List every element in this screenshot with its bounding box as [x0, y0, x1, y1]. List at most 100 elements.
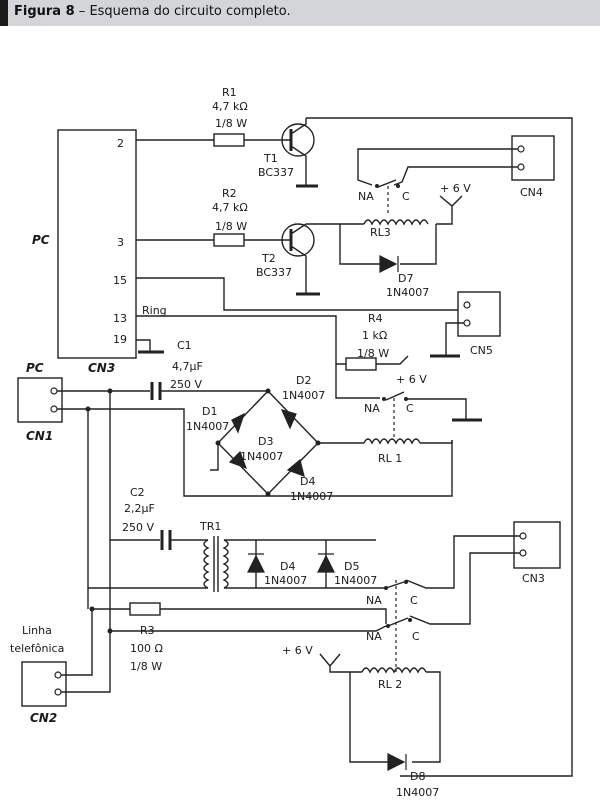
diode-d2: [280, 409, 297, 430]
cn1-bottom-wire: [57, 408, 453, 497]
cn4-c-wire: [393, 166, 518, 186]
connector-cn3: [513, 521, 561, 569]
rl1-na-wire: [335, 364, 380, 399]
cn1-pin: [50, 405, 58, 413]
r3-value: 100 Ω: [130, 642, 163, 655]
c-label-rl2-top: C: [410, 594, 418, 607]
cn4-label: CN4: [520, 186, 543, 199]
rl3-right-wire: [400, 224, 437, 265]
cn2-bottom-wire: [61, 540, 111, 693]
cn3-pin: [519, 549, 527, 557]
cn2-top-wire: [61, 609, 93, 676]
connector-cn2: [21, 661, 67, 707]
rl1-c-to-ground: [406, 398, 467, 420]
diode-d1: [231, 412, 246, 434]
d7-part: 1N4007: [386, 286, 429, 299]
d8-part: 1N4007: [396, 786, 439, 799]
cn4-pin: [517, 163, 525, 171]
r2-power: 1/8 W: [215, 220, 247, 233]
cn3-pin: [519, 532, 527, 540]
cn3-upper-wire: [405, 535, 520, 589]
rl2-label: RL 2: [378, 678, 402, 691]
rl3-coil: [363, 219, 429, 226]
cn5-ground-wire: [445, 322, 464, 356]
d4-part: 1N4007: [264, 574, 307, 587]
d2-part: 1N4007: [282, 389, 325, 402]
figure-label: Figura 8: [14, 4, 75, 19]
pin-2-label: 2: [117, 137, 124, 150]
resistor-r1: [213, 133, 245, 147]
ring-label: Ring: [142, 304, 167, 317]
d3-name: D3: [258, 435, 273, 448]
c1-volt: 250 V: [170, 378, 202, 391]
c1-value: 4,7µF: [172, 360, 203, 373]
cn3-lower-wire: [409, 552, 520, 625]
contact-point: [404, 580, 408, 584]
cn5-pin: [463, 319, 471, 327]
d8-name: D8: [410, 770, 425, 783]
pin-3-label: 3: [117, 236, 124, 249]
r1-power: 1/8 W: [215, 117, 247, 130]
cn2-pin: [54, 671, 62, 679]
cn1-pin: [50, 387, 58, 395]
contact-point: [384, 586, 388, 590]
cn3-label: CN3: [522, 572, 545, 585]
pin-19-wire: [136, 339, 151, 352]
resistor-r3: [129, 602, 161, 616]
capacitor-c2: [160, 530, 172, 550]
d4-name: D4: [280, 560, 295, 573]
pc-connector-block: [57, 129, 137, 359]
cn5-pin: [463, 301, 471, 309]
c2-value: 2,2µF: [124, 502, 155, 515]
plus6v-label-1: + 6 V: [440, 182, 471, 195]
rl2-right-wire: [412, 671, 441, 763]
cn2-linha-label: Linha: [22, 624, 52, 637]
rl1-coil: [363, 438, 421, 445]
pc-block-label: PC: [32, 233, 50, 247]
c-label-rl3: C: [402, 190, 410, 203]
tr1-label: TR1: [199, 520, 221, 533]
rl3-label: RL3: [370, 226, 391, 239]
d1-name: D1: [202, 405, 217, 418]
c-label-rl2-bottom: C: [412, 630, 420, 643]
rl2-left-wire: [349, 672, 388, 763]
r4-name: R4: [368, 312, 383, 325]
plus6v-rl3-supply: [436, 195, 463, 225]
d7-name: D7: [398, 272, 413, 285]
tr1-primary-return: [87, 409, 208, 589]
cn1-pc-label: PC: [26, 361, 44, 375]
cn2-label: CN2: [30, 711, 57, 725]
cn4-na-wire: [357, 148, 518, 186]
na-label-rl3: NA: [358, 190, 374, 203]
diode-d8: [387, 753, 407, 771]
cn2-pin: [54, 688, 62, 696]
cn4-pin: [517, 145, 525, 153]
rl1-contact: [385, 391, 405, 401]
connector-cn4: [511, 135, 555, 181]
cn1-label: CN1: [26, 429, 53, 443]
na-label-rl2-bottom: NA: [366, 630, 382, 643]
resistor-r4: [345, 357, 377, 371]
rl1-return: [420, 440, 453, 444]
c-label-rl1: C: [406, 402, 414, 415]
r4-to-supply: [376, 355, 409, 365]
cn2-line-wire-b: [110, 625, 387, 632]
junction-dot: [107, 628, 113, 634]
resistor-r2: [213, 233, 245, 247]
r4-value: 1 kΩ: [362, 329, 387, 342]
na-label-rl2-top: NA: [366, 594, 382, 607]
plus6v-label-2: + 6 V: [396, 373, 427, 386]
capacitor-c1: [150, 382, 162, 400]
plus6v-rl2-supply: [319, 653, 362, 673]
pin-13-label: 13: [113, 312, 127, 325]
contact-point: [386, 624, 390, 628]
rl3-contact: [377, 179, 397, 188]
junction-dot: [89, 606, 95, 612]
t2-leads: [278, 223, 307, 294]
d5-part: 1N4007: [334, 574, 377, 587]
figure-caption-text: Esquema do circuito completo.: [89, 4, 291, 19]
t1-part: BC337: [258, 166, 294, 179]
r4-power: 1/8 W: [357, 347, 389, 360]
header-accent-bar: [0, 0, 8, 26]
